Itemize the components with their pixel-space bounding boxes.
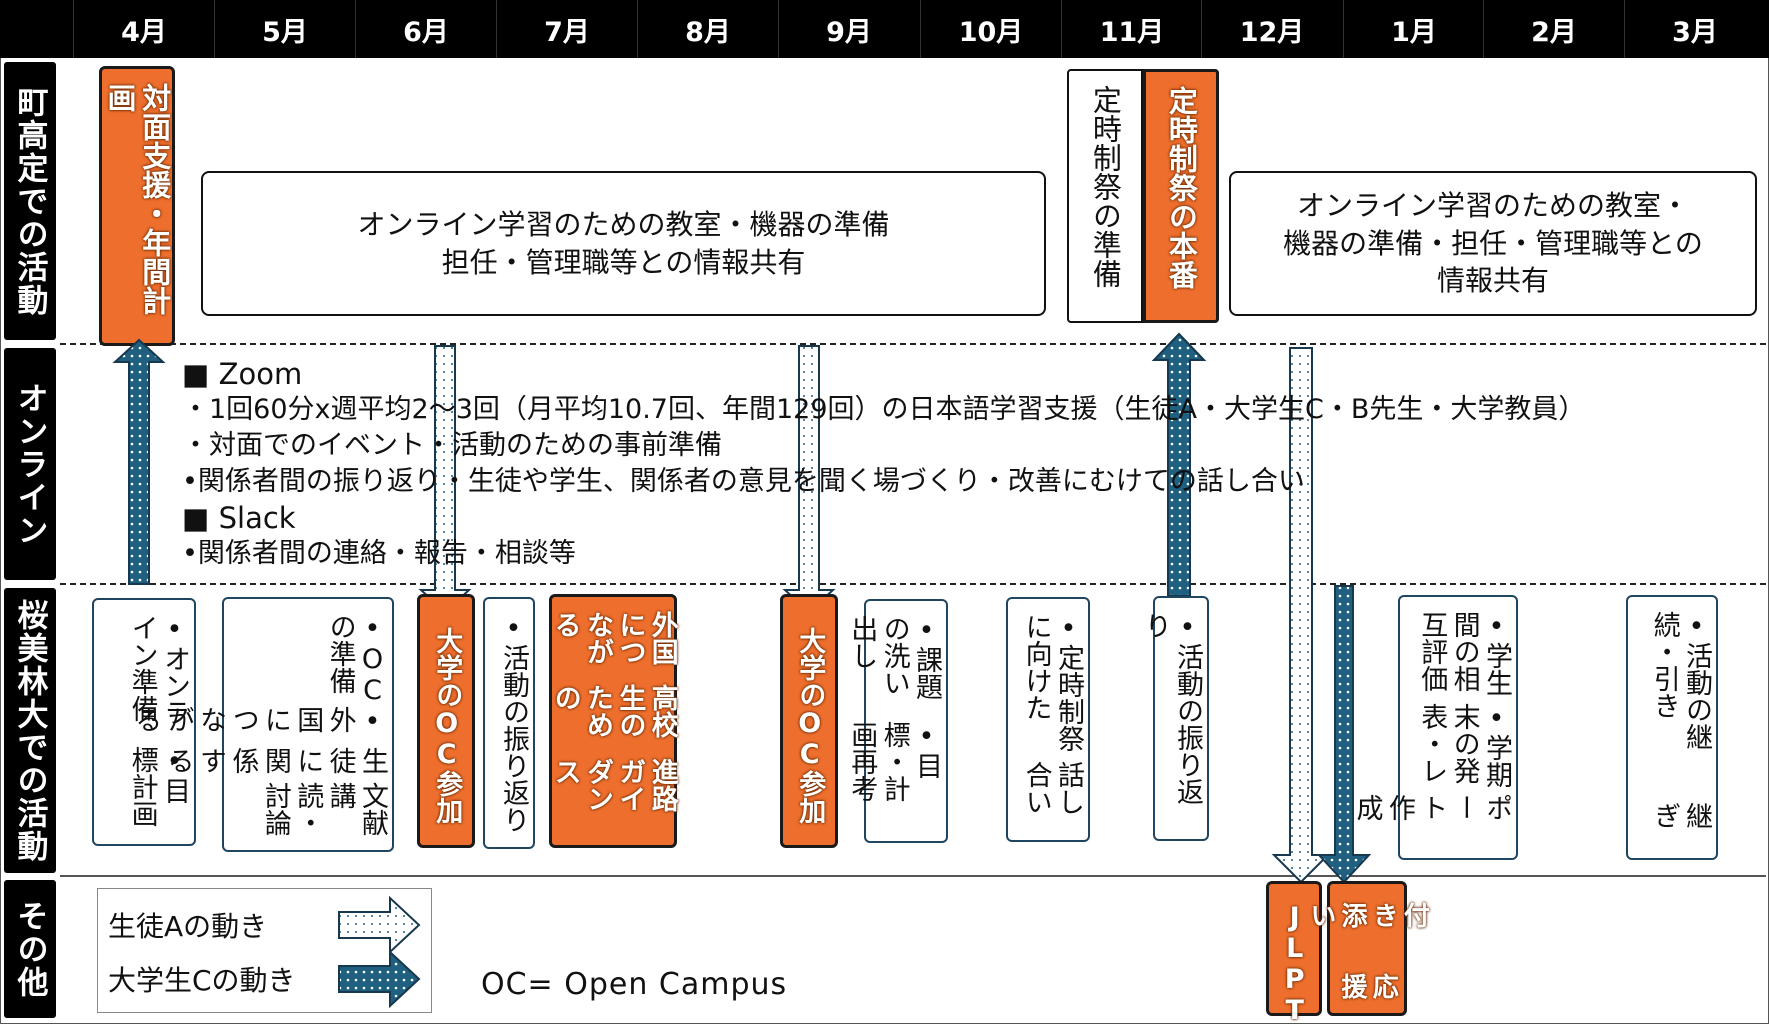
oct-festival-line1: •定時制祭に向けた (1020, 613, 1084, 752)
classroom-prep-box-2: オンライン学習のための教室・ 機器の準備・担任・管理職等との 情報共有 (1229, 171, 1757, 316)
may-item-1: •OCの準備 (324, 613, 388, 706)
jul-guidance-line3: 進路ガイダンス (549, 757, 678, 812)
classroom-prep-2-line2: 機器の準備・担任・管理職等との (1283, 226, 1703, 260)
apr-item-1: •オンライン準備 (126, 614, 190, 726)
month-mar: 3月 (1624, 0, 1765, 58)
festival-prep-box: 定時制祭の準備 (1067, 69, 1143, 323)
month-nov: 11月 (1061, 0, 1202, 58)
nov-review-box: •活動の振り返り (1140, 596, 1209, 841)
festival-main-box: 定時制祭の本番 (1143, 69, 1219, 323)
may-item-4: 文献講読・討論 (259, 782, 388, 836)
student-a-arrow-dec (1271, 347, 1331, 884)
month-dec: 12月 (1201, 0, 1342, 58)
classroom-prep-2-line3: 情報共有 (1436, 264, 1549, 298)
jul-guidance-box: 外国につながる 高校生のための 進路ガイダンス (549, 594, 678, 848)
jan-eval-line1: •学生間の相互評価 (1416, 611, 1512, 696)
month-jan: 1月 (1343, 0, 1484, 58)
may-activity-box: •OCの準備 •外国につながる 生徒に関係する 文献講読・討論 (130, 597, 394, 852)
apr-item-2: •目標計画 (126, 746, 190, 828)
row-divider-1 (60, 343, 1766, 345)
row-divider-3 (60, 875, 1766, 877)
sep-task-2: •目標・計画再考 (846, 721, 942, 802)
mar-continue-box: •活動の継続・引き 継ぎ (1626, 595, 1718, 860)
zoom-heading: ■ Zoom (182, 357, 303, 391)
month-oct: 10月 (920, 0, 1061, 58)
row-label-online: オンライン (4, 348, 56, 580)
legend-student-a-arrow (338, 895, 421, 955)
mar-continue-line1: •活動の継続・引き (1648, 611, 1712, 750)
online-activities: ■ Zoom ・1回60分x週平均2～3回（月平均10.7回、年間129回）の日… (182, 356, 1585, 572)
student-c-arrow-nov (1151, 332, 1207, 597)
jul-guidance-line2: 高校生のための (549, 684, 678, 739)
jun-oc-box: 大学のOC参加 (417, 594, 475, 848)
mar-continue-line2: 継ぎ (1648, 802, 1712, 830)
support-line2: 応援 (1337, 973, 1399, 999)
support-box: 付き添い 応援 (1306, 881, 1429, 1016)
month-feb: 2月 (1483, 0, 1624, 58)
legend-student-a-label: 生徒Aの動き (108, 910, 268, 943)
classroom-prep-box-1: オンライン学習のための教室・機器の準備 担任・管理職等との情報共有 (201, 171, 1046, 316)
sep-tasks-box: •課題の洗い出し •目標・計画再考 (846, 599, 948, 843)
month-jul: 7月 (496, 0, 637, 58)
jan-eval-line3: ポート作成 (1351, 794, 1512, 821)
sep-task-1: •課題の洗い出し (846, 615, 942, 700)
jun-review-box: •活動の振り返り (483, 597, 535, 849)
legend-student-c-arrow (338, 949, 421, 1009)
legend-student-c-label: 大学生Cの動き (108, 964, 296, 997)
may-item-3: 生徒に関係する (162, 746, 388, 774)
oc-note: OC= Open Campus (481, 967, 788, 1002)
classroom-prep-2-line1: オンライン学習のための教室・ (1296, 188, 1689, 222)
row-label-university: 桜美林大での活動 (4, 588, 56, 873)
oct-festival-line2: 話し合い (1020, 761, 1084, 816)
legend: 生徒Aの動き 大学生Cの動き (97, 888, 432, 1013)
month-jun: 6月 (355, 0, 496, 58)
support-line1: 付き添い (1305, 902, 1430, 928)
month-header: 4月 5月 6月 7月 8月 9月 10月 11月 12月 1月 2月 3月 (0, 0, 1769, 58)
student-c-arrow-apr (112, 338, 166, 585)
zoom-item-1: ・1回60分x週平均2～3回（月平均10.7回、年間129回）の日本語学習支援（… (182, 394, 1586, 425)
classroom-prep-line2: 担任・管理職等との情報共有 (441, 245, 806, 279)
month-apr: 4月 (73, 0, 214, 58)
month-may: 5月 (214, 0, 355, 58)
month-aug: 8月 (637, 0, 778, 58)
student-c-arrow-dec (1316, 585, 1372, 884)
jan-eval-box: •学生間の相互評価 •学期末の発表・レ ポート作成 (1351, 595, 1518, 860)
month-sep: 9月 (778, 0, 919, 58)
face-to-face-support: 対面支援・年間計画 (99, 66, 175, 346)
row-label-school: 町高定での活動 (4, 62, 56, 340)
classroom-prep-line1: オンライン学習のための教室・機器の準備 (357, 207, 890, 241)
sep-oc-box: 大学のOC参加 (780, 594, 838, 848)
may-item-2: •外国につながる (130, 706, 388, 737)
zoom-item-2: ・対面でのイベント・活動のための事前準備 (182, 430, 722, 461)
zoom-item-3: •関係者間の振り返り・生徒や学生、関係者の意見を聞く場づくり・改善にむけての話し… (182, 466, 1305, 497)
slack-item-1: •関係者間の連絡・報告・相談等 (182, 538, 576, 569)
apr-activity-box: •オンライン準備 •目標計画 (92, 598, 196, 846)
slack-heading: ■ Slack (182, 501, 296, 535)
jan-eval-line2: •学期末の発表・レ (1416, 702, 1512, 788)
jlpt-box: JLPT (1266, 881, 1322, 1026)
row-label-other: その他 (4, 880, 56, 1018)
oct-festival-box: •定時制祭に向けた 話し合い (1006, 597, 1090, 842)
jul-guidance-line1: 外国につながる (549, 611, 678, 665)
row-divider-2 (60, 583, 1766, 585)
